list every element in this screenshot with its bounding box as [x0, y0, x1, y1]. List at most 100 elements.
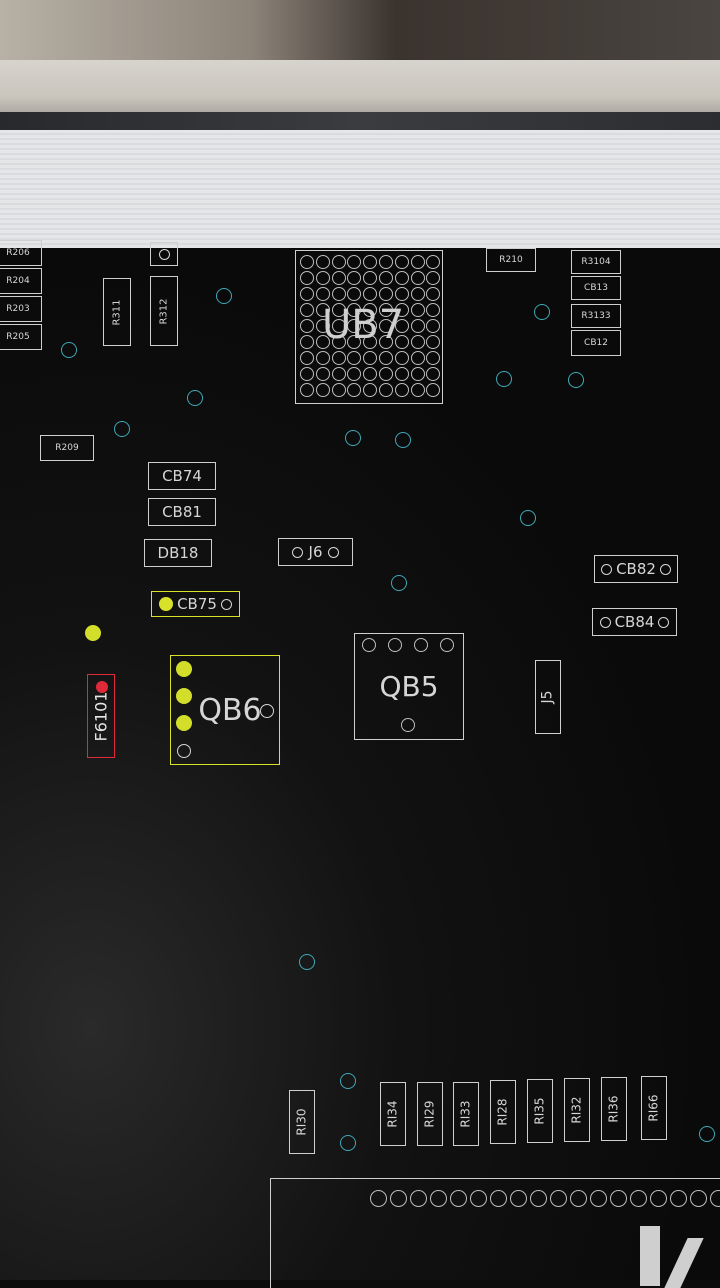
pcb-canvas[interactable]: R206 R204 R203 R205 R209 R311 R312 UB7 R… [0, 240, 720, 1288]
pad-icon [630, 1190, 647, 1207]
bga-ball-icon [410, 319, 425, 333]
bga-ball-icon [426, 303, 441, 317]
bga-ball-icon [394, 351, 409, 365]
pad-icon [650, 1190, 667, 1207]
bga-ball-icon [363, 303, 378, 317]
component-ri34[interactable]: RI34 [380, 1082, 406, 1146]
component-label: J5 [539, 690, 556, 704]
bga-ball-icon [300, 383, 314, 397]
component-top-stub[interactable] [150, 242, 178, 266]
bga-ball-icon [331, 303, 346, 317]
bga-ball-icon [300, 367, 314, 381]
component-r210[interactable]: R210 [486, 248, 536, 272]
component-j5[interactable]: J5 [535, 660, 561, 734]
bga-ball-icon [379, 367, 393, 381]
via-icon [391, 575, 407, 591]
component-label: RI28 [496, 1098, 510, 1126]
component-label: R312 [158, 297, 170, 325]
pad-icon [530, 1190, 547, 1207]
bga-ball-icon [394, 255, 409, 269]
component-label: J6 [308, 543, 323, 561]
component-qb5[interactable]: QB5 [354, 633, 464, 740]
component-r3104[interactable]: R3104 [571, 250, 621, 274]
component-ri28[interactable]: RI28 [490, 1080, 516, 1144]
component-r206[interactable]: R206 [0, 240, 42, 266]
pad-icon [390, 1190, 407, 1207]
bga-ball-icon [300, 287, 314, 301]
bga-ball-icon [363, 255, 378, 269]
pad-icon [260, 704, 274, 718]
component-bottom-connector[interactable] [270, 1178, 720, 1288]
component-r203[interactable]: R203 [0, 296, 42, 322]
bga-ball-icon [394, 287, 409, 301]
component-label: R203 [6, 304, 30, 314]
bga-ball-icon [410, 303, 425, 317]
bga-ball-icon [347, 383, 362, 397]
bga-ball-icon [331, 335, 346, 349]
bga-ball-icon [300, 319, 314, 333]
component-label: CB12 [584, 338, 608, 348]
bga-ball-icon [331, 255, 346, 269]
component-label: R3133 [581, 311, 611, 321]
bga-ball-icon [379, 319, 393, 333]
component-label: R311 [111, 298, 123, 326]
component-ri29[interactable]: RI29 [417, 1082, 443, 1146]
bga-ball-icon [426, 351, 441, 365]
bga-ball-icon [300, 351, 314, 365]
component-ri36[interactable]: RI36 [601, 1077, 627, 1141]
component-cb75[interactable]: CB75 [151, 591, 240, 617]
component-ub7[interactable] [295, 250, 443, 404]
toolbar-strip [0, 112, 720, 130]
component-cb74[interactable]: CB74 [148, 462, 216, 490]
component-ri30[interactable]: RI30 [289, 1090, 315, 1154]
bga-ball-icon [331, 319, 346, 333]
component-label: R3104 [581, 257, 611, 267]
component-cb84[interactable]: CB84 [592, 608, 677, 636]
bga-ball-icon [300, 255, 314, 269]
component-cb82[interactable]: CB82 [594, 555, 678, 583]
component-r3133[interactable]: R3133 [571, 304, 621, 328]
component-r205[interactable]: R205 [0, 324, 42, 350]
bga-ball-icon [410, 255, 425, 269]
bga-ball-icon [363, 367, 378, 381]
bga-ball-icon [379, 335, 393, 349]
pad-icon [599, 616, 611, 628]
component-ri35[interactable]: RI35 [527, 1079, 553, 1143]
bga-ball-icon [347, 367, 362, 381]
bga-ball-icon [410, 351, 425, 365]
bga-ball-icon [347, 335, 362, 349]
selected-pad-icon [176, 661, 192, 677]
bga-ball-icon [315, 335, 330, 349]
component-f6101[interactable]: F6101 [87, 674, 115, 758]
bga-ball-icon [394, 367, 409, 381]
bga-ball-icon [300, 335, 314, 349]
component-r312[interactable]: R312 [150, 276, 178, 346]
component-cb13[interactable]: CB13 [571, 276, 621, 300]
component-label: RI35 [533, 1097, 547, 1125]
bga-ball-icon [379, 287, 393, 301]
component-r311[interactable]: R311 [103, 278, 131, 346]
component-label: R209 [55, 443, 79, 453]
component-ri33[interactable]: RI33 [453, 1082, 479, 1146]
component-label: R206 [6, 248, 30, 258]
pad-icon [590, 1190, 607, 1207]
component-ri32[interactable]: RI32 [564, 1078, 590, 1142]
pad-icon [362, 638, 376, 652]
component-r204[interactable]: R204 [0, 268, 42, 294]
bga-ball-icon [300, 303, 314, 317]
component-cb12[interactable]: CB12 [571, 330, 621, 356]
pad-icon [370, 1190, 387, 1207]
component-db18[interactable]: DB18 [144, 539, 212, 567]
bga-ball-icon [379, 271, 393, 285]
component-label: CB13 [584, 283, 608, 293]
bga-ball-icon [394, 335, 409, 349]
component-qb6[interactable]: QB6 [170, 655, 280, 765]
bga-ball-icon [347, 287, 362, 301]
bga-ball-icon [347, 271, 362, 285]
component-j6[interactable]: J6 [278, 538, 353, 566]
component-label: CB75 [177, 595, 217, 613]
component-ri66[interactable]: RI66 [641, 1076, 667, 1140]
component-cb81[interactable]: CB81 [148, 498, 216, 526]
bga-ball-icon [379, 383, 393, 397]
component-r209[interactable]: R209 [40, 435, 94, 461]
